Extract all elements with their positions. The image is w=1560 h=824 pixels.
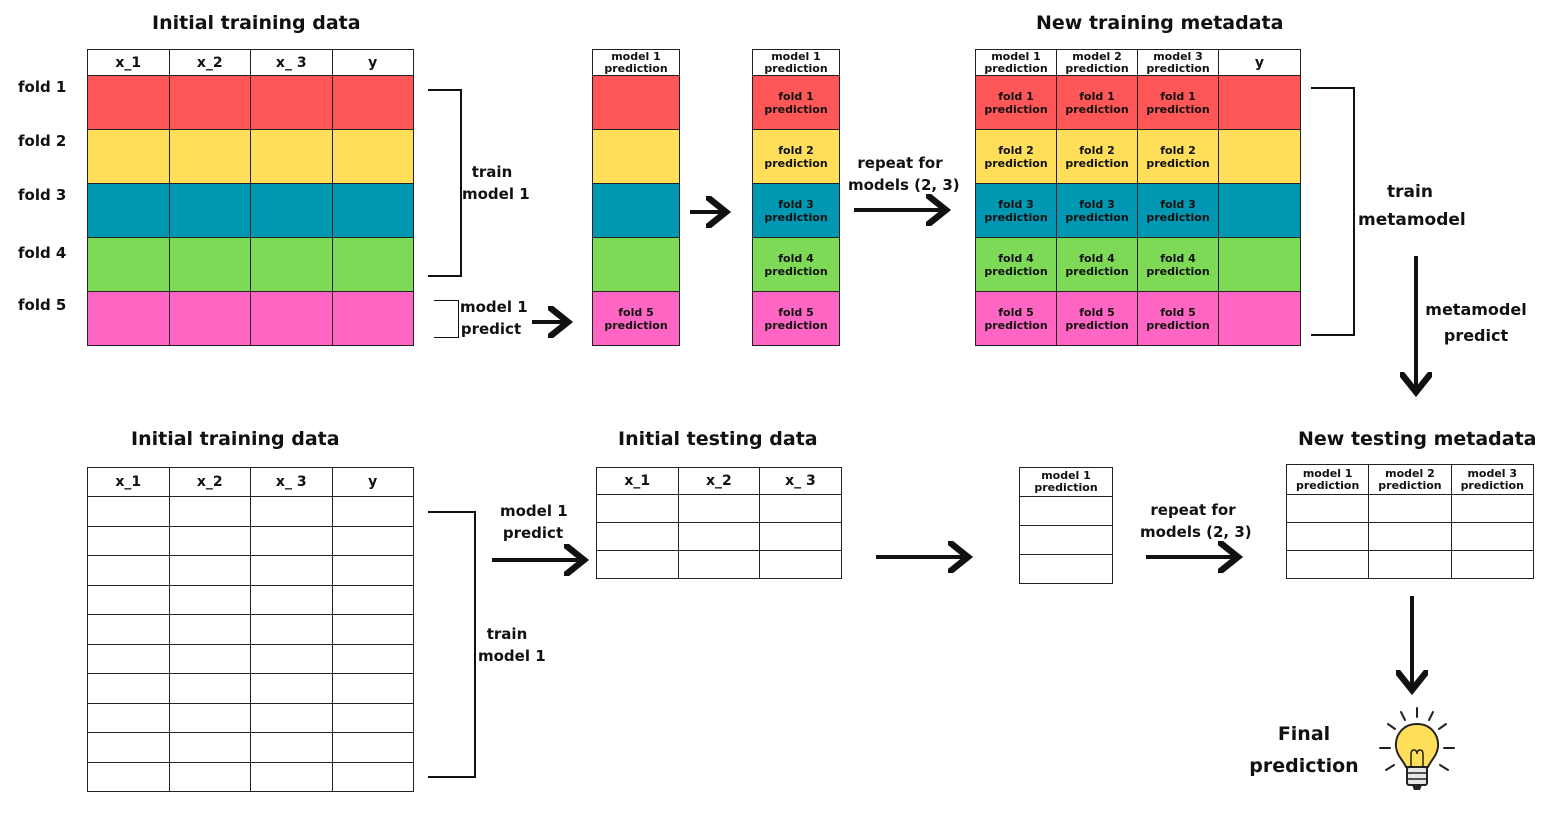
- meta-cell: fold 3 prediction: [1056, 183, 1138, 238]
- col-header: x_2: [168, 467, 251, 497]
- meta-cell: fold 2 prediction: [1137, 129, 1219, 184]
- meta-cell: fold 4 prediction: [1056, 237, 1138, 292]
- col-header: y: [1218, 49, 1301, 76]
- fold-label-3: fold 3: [18, 186, 67, 204]
- fold-row-4: [87, 237, 414, 292]
- fold-row-3: [87, 183, 414, 238]
- col-header: x_1: [87, 467, 170, 497]
- col-header: model 1 prediction: [752, 49, 840, 76]
- lightbulb-icon: [1379, 707, 1455, 790]
- fold-prediction-cell: fold 4 prediction: [752, 237, 840, 292]
- col-header: model 2 prediction: [1368, 464, 1452, 495]
- meta-cell: fold 1 prediction: [1137, 75, 1219, 130]
- bottom-train-bracket: [428, 511, 476, 778]
- fold-label-5: fold 5: [18, 296, 67, 314]
- fold-row-2: [87, 129, 414, 184]
- meta-cell: fold 4 prediction: [1137, 237, 1219, 292]
- top-train-title: Initial training data: [152, 12, 361, 34]
- train-bracket: [428, 89, 462, 277]
- col-header: x_ 3: [250, 49, 333, 76]
- meta-cell: fold 4 prediction: [975, 237, 1057, 292]
- meta-cell: fold 2 prediction: [975, 129, 1057, 184]
- final-prediction-label: Final prediction: [1249, 723, 1359, 777]
- col-header: model 1 prediction: [592, 49, 680, 76]
- fold-label-4: fold 4: [18, 244, 67, 262]
- all-folds-prediction-table: model 1 prediction fold 1 prediction fol…: [752, 49, 840, 346]
- training-metadata-table: model 1 prediction model 2 prediction mo…: [975, 49, 1301, 346]
- fold-prediction-cell: fold 5 prediction: [752, 291, 840, 346]
- meta-cell: fold 5 prediction: [1056, 291, 1138, 346]
- bottom-train-title: Initial training data: [131, 428, 340, 450]
- meta-cell: fold 3 prediction: [975, 183, 1057, 238]
- top-meta-title: New training metadata: [1036, 12, 1284, 34]
- test-meta-title: New testing metadata: [1298, 428, 1537, 450]
- meta-cell: fold 1 prediction: [1056, 75, 1138, 130]
- test-prediction-table: model 1 prediction: [1019, 467, 1113, 584]
- col-header: x_ 3: [759, 467, 842, 495]
- meta-cell: fold 3 prediction: [1137, 183, 1219, 238]
- col-header: x_ 3: [250, 467, 333, 497]
- fold-prediction-cell: fold 2 prediction: [752, 129, 840, 184]
- train-metamodel-label: train metamodel: [1358, 182, 1466, 230]
- fold-row-1: [87, 75, 414, 130]
- fold-prediction-cell: fold 1 prediction: [752, 75, 840, 130]
- fold-row-5: [87, 291, 414, 346]
- test-title: Initial testing data: [618, 428, 818, 450]
- col-header: model 2 prediction: [1056, 49, 1138, 76]
- col-header: model 3 prediction: [1450, 464, 1534, 495]
- testing-metadata-table: model 1 prediction model 2 prediction mo…: [1285, 464, 1534, 579]
- testing-data-table: x_1 x_2 x_ 3: [596, 467, 842, 579]
- metamodel-predict-label: metamodel predict: [1425, 300, 1527, 345]
- col-header: y: [331, 467, 414, 497]
- col-header: model 1 prediction: [975, 49, 1057, 76]
- fold-label-2: fold 2: [18, 132, 67, 150]
- col-header: x_2: [677, 467, 761, 495]
- col-header: model 1 prediction: [1285, 464, 1370, 495]
- bottom-train-table: x_1 x_2 x_ 3 y: [87, 467, 414, 792]
- col-header: model 3 prediction: [1137, 49, 1219, 76]
- fold5-prediction-table: model 1 prediction fold 5 prediction: [592, 49, 680, 346]
- fold-prediction-cell: fold 3 prediction: [752, 183, 840, 238]
- metamodel-bracket: [1311, 87, 1355, 336]
- col-header: x_1: [596, 467, 679, 495]
- predict-bracket: [434, 300, 459, 338]
- meta-cell: fold 5 prediction: [975, 291, 1057, 346]
- bottom-predict-label: model 1 predict: [500, 502, 568, 542]
- meta-cell: fold 5 prediction: [1137, 291, 1219, 346]
- fold5-prediction-cell: fold 5 prediction: [592, 291, 680, 346]
- col-header: model 1 prediction: [1019, 467, 1113, 497]
- fold-label-1: fold 1: [18, 78, 67, 96]
- top-train-table: x_1 x_2 x_ 3 y: [87, 49, 414, 346]
- bottom-repeat-label: repeat for models (2, 3): [1140, 501, 1252, 541]
